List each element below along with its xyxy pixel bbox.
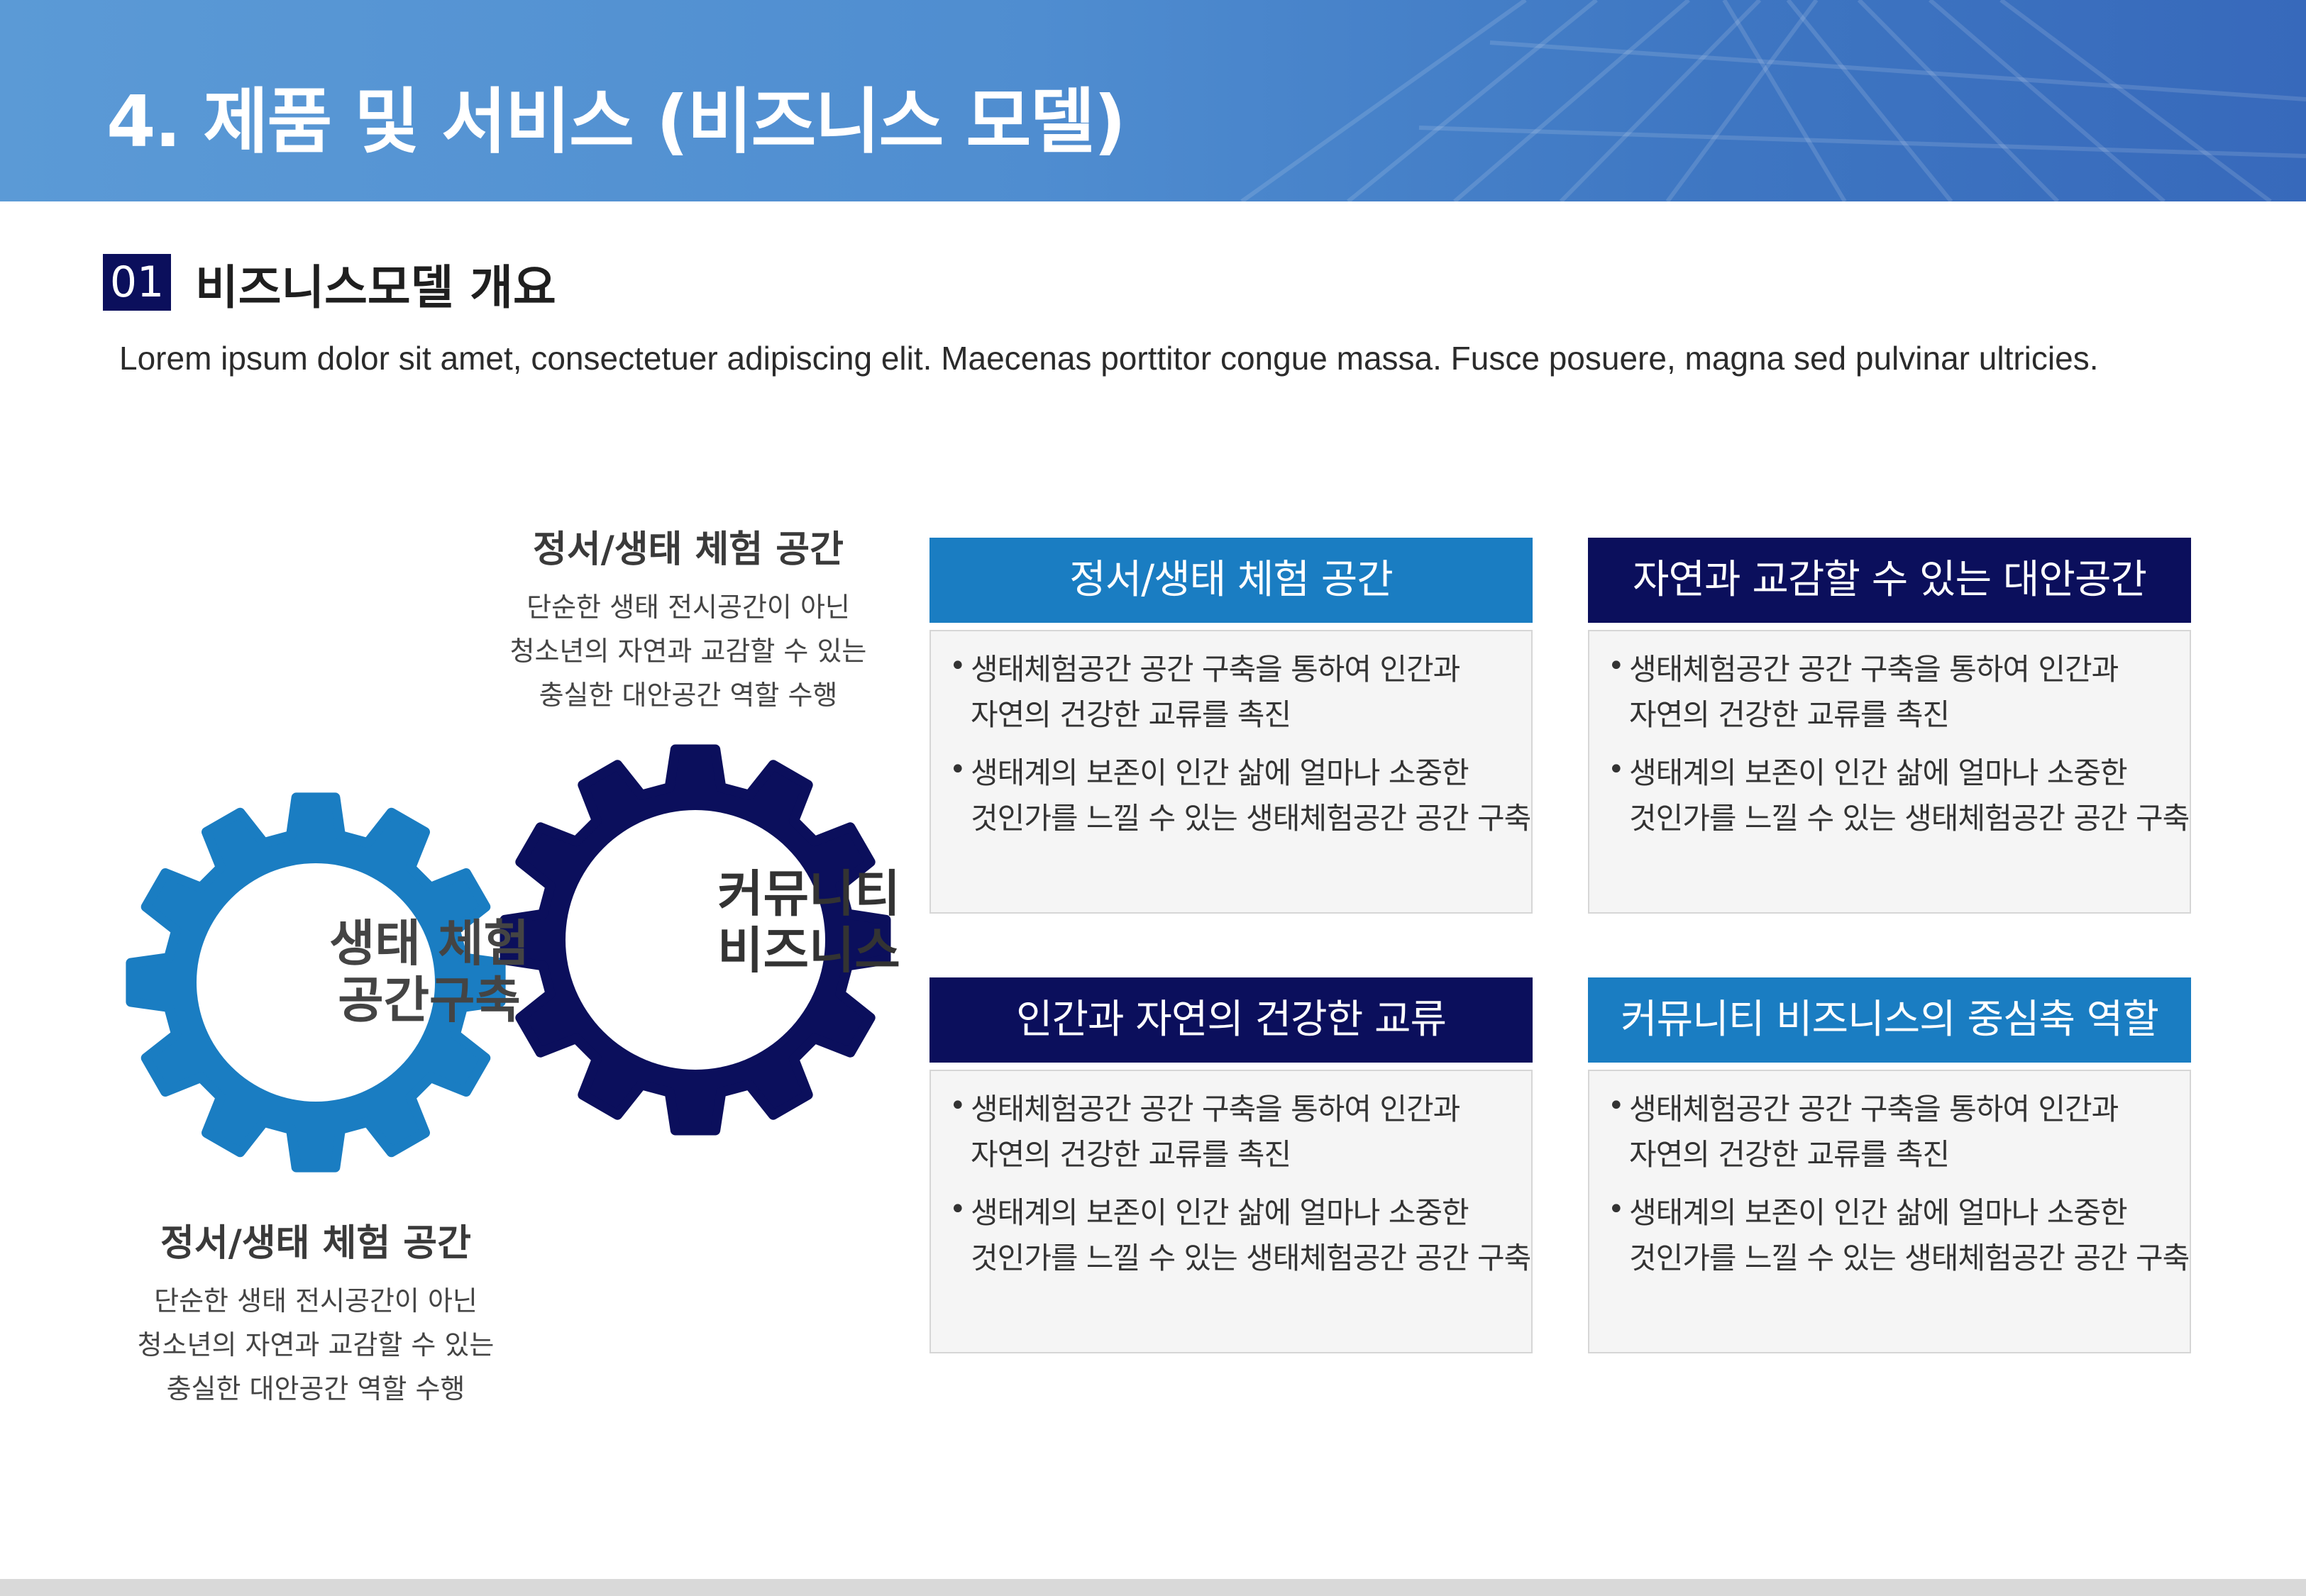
card-body: • 생태체험공간 공간 구축을 통하여 인간과 자연의 건강한 교류를 촉진 •… xyxy=(929,1070,1533,1353)
bullet-line: 생태계의 보존이 인간 삶에 얼마나 소중한 xyxy=(971,755,1469,790)
bullet-line: 생태체험공간 공간 구축을 통하여 인간과 xyxy=(1629,1092,2119,1126)
caption-line: 단순한 생태 전시공간이 아닌 xyxy=(526,592,850,623)
gear-label-line: 공간구축 xyxy=(338,971,521,1029)
bullet-item: • 생태계의 보존이 인간 삶에 얼마나 소중한 것인가를 느낄 수 있는 생태… xyxy=(1608,750,2190,841)
card-header: 자연과 교감할 수 있는 대안공간 xyxy=(1588,538,2191,623)
bullet-line: 자연의 건강한 교류를 촉진 xyxy=(1629,697,1950,732)
bullet-item: • 생태체험공간 공간 구축을 통하여 인간과 자연의 건강한 교류를 촉진 xyxy=(949,647,1513,738)
caption-title: 정서/생태 체험 공간 xyxy=(533,528,844,571)
gear-caption-bottom: 정서/생태 체험 공간 단순한 생태 전시공간이 아닌 청소년의 자연과 교감할… xyxy=(96,1213,536,1411)
caption-line: 충실한 대안공간 역할 수행 xyxy=(166,1373,465,1404)
gear-label-community: 커뮤니티 비즈니스 xyxy=(681,865,937,979)
info-card: 정서/생태 체험 공간 • 생태체험공간 공간 구축을 통하여 인간과 자연의 … xyxy=(929,538,1533,914)
bullet-line: 생태계의 보존이 인간 삶에 얼마나 소중한 xyxy=(971,1195,1469,1230)
section-title: 비즈니스모델 개요 xyxy=(195,260,556,315)
bullet-item: • 생태체험공간 공간 구축을 통하여 인간과 자연의 건강한 교류를 촉진 xyxy=(949,1087,1513,1177)
card-body: • 생태체험공간 공간 구축을 통하여 인간과 자연의 건강한 교류를 촉진 •… xyxy=(1588,1070,2191,1353)
info-card: 자연과 교감할 수 있는 대안공간 • 생태체험공간 공간 구축을 통하여 인간… xyxy=(1588,538,2191,914)
card-header: 정서/생태 체험 공간 xyxy=(929,538,1533,623)
bullet-item: • 생태계의 보존이 인간 삶에 얼마나 소중한 것인가를 느낄 수 있는 생태… xyxy=(949,1190,1531,1281)
info-card: 커뮤니티 비즈니스의 중심축 역할 • 생태체험공간 공간 구축을 통하여 인간… xyxy=(1588,977,2191,1353)
bullet-item: • 생태체험공간 공간 구축을 통하여 인간과 자연의 건강한 교류를 촉진 xyxy=(1608,647,2171,738)
bullet-line: 것인가를 느낄 수 있는 생태체험공간 공간 구축 xyxy=(1629,1241,2190,1275)
gear-label-ecology: 생태 체험 공간구축 xyxy=(302,915,557,1029)
bullet-line: 자연의 건강한 교류를 촉진 xyxy=(1629,1137,1950,1172)
bullet-line: 생태체험공간 공간 구축을 통하여 인간과 xyxy=(971,652,1460,687)
caption-line: 청소년의 자연과 교감할 수 있는 xyxy=(509,636,867,667)
card-body: • 생태체험공간 공간 구축을 통하여 인간과 자연의 건강한 교류를 촉진 •… xyxy=(929,630,1533,914)
caption-title: 정서/생태 체험 공간 xyxy=(160,1222,471,1265)
bullet-item: • 생태계의 보존이 인간 삶에 얼마나 소중한 것인가를 느낄 수 있는 생태… xyxy=(1608,1190,2190,1281)
bullet-dot-icon: • xyxy=(1608,1193,1625,1226)
gears-diagram: 생태 체험 공간구축 커뮤니티 비즈니스 xyxy=(114,724,908,1192)
gear-icon xyxy=(126,792,506,1173)
caption-line: 단순한 생태 전시공간이 아닌 xyxy=(154,1285,478,1317)
gear-caption-top: 정서/생태 체험 공간 단순한 생태 전시공간이 아닌 청소년의 자연과 교감할… xyxy=(468,519,908,717)
bullet-line: 자연의 건강한 교류를 촉진 xyxy=(971,697,1291,732)
footer-bar xyxy=(0,1579,2306,1596)
bullet-line: 것인가를 느낄 수 있는 생태체험공간 공간 구축 xyxy=(971,801,1531,836)
caption-line: 충실한 대안공간 역할 수행 xyxy=(539,680,838,711)
bullet-line: 생태체험공간 공간 구축을 통하여 인간과 xyxy=(971,1092,1460,1126)
gear-label-line: 생태 체험 xyxy=(329,914,529,972)
bullet-line: 것인가를 느낄 수 있는 생태체험공간 공간 구축 xyxy=(1629,801,2190,836)
bullet-line: 것인가를 느낄 수 있는 생태체험공간 공간 구축 xyxy=(971,1241,1531,1275)
bullet-dot-icon: • xyxy=(1608,1090,1625,1122)
bullet-dot-icon: • xyxy=(1608,650,1625,682)
section-description: Lorem ipsum dolor sit amet, consectetuer… xyxy=(119,340,2099,377)
bullet-line: 생태계의 보존이 인간 삶에 얼마나 소중한 xyxy=(1629,755,2128,790)
bullet-dot-icon: • xyxy=(949,1193,966,1226)
caption-line: 청소년의 자연과 교감할 수 있는 xyxy=(137,1329,495,1361)
page-title: 4. 제품 및 서비스 (비즈니스 모델) xyxy=(106,80,1126,163)
gear-label-line: 비즈니스 xyxy=(717,921,900,980)
bullet-dot-icon: • xyxy=(1608,753,1625,786)
banner-decoration xyxy=(1240,0,2306,201)
gear-label-line: 커뮤니티 xyxy=(717,865,900,923)
bullet-line: 생태계의 보존이 인간 삶에 얼마나 소중한 xyxy=(1629,1195,2128,1230)
card-header: 커뮤니티 비즈니스의 중심축 역할 xyxy=(1588,977,2191,1063)
bullet-item: • 생태계의 보존이 인간 삶에 얼마나 소중한 것인가를 느낄 수 있는 생태… xyxy=(949,750,1531,841)
bullet-dot-icon: • xyxy=(949,650,966,682)
section-number-badge: 01 xyxy=(103,254,171,311)
info-card: 인간과 자연의 건강한 교류 • 생태체험공간 공간 구축을 통하여 인간과 자… xyxy=(929,977,1533,1353)
bullet-line: 자연의 건강한 교류를 촉진 xyxy=(971,1137,1291,1172)
card-body: • 생태체험공간 공간 구축을 통하여 인간과 자연의 건강한 교류를 촉진 •… xyxy=(1588,630,2191,914)
gears-graphic xyxy=(126,744,891,1173)
header-banner: 4. 제품 및 서비스 (비즈니스 모델) xyxy=(0,0,2306,201)
gear-icon xyxy=(500,744,891,1136)
bullet-line: 생태체험공간 공간 구축을 통하여 인간과 xyxy=(1629,652,2119,687)
bullet-item: • 생태체험공간 공간 구축을 통하여 인간과 자연의 건강한 교류를 촉진 xyxy=(1608,1087,2171,1177)
card-header: 인간과 자연의 건강한 교류 xyxy=(929,977,1533,1063)
bullet-dot-icon: • xyxy=(949,1090,966,1122)
bullet-dot-icon: • xyxy=(949,753,966,786)
